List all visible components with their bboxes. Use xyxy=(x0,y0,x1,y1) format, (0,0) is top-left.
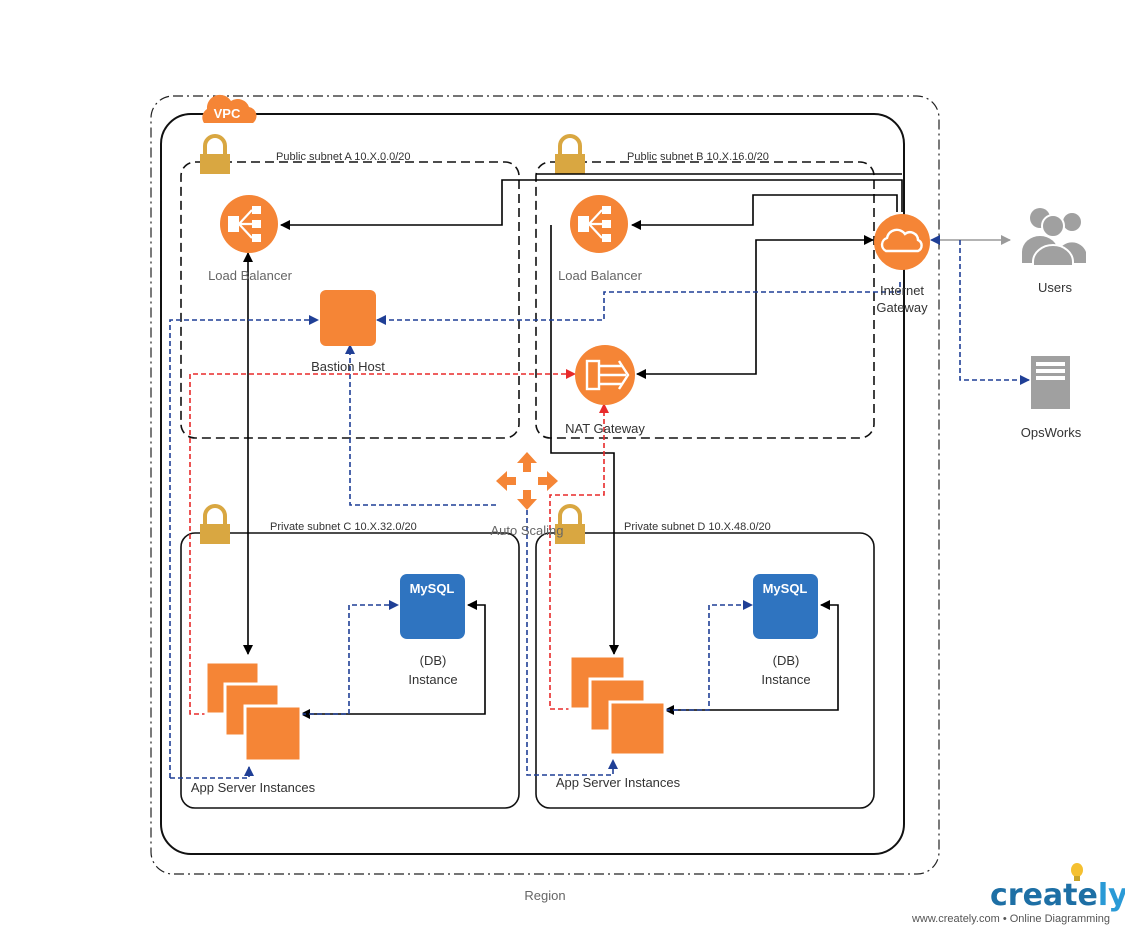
auto-scaling-icon[interactable] xyxy=(496,452,558,510)
nat-gateway-icon[interactable] xyxy=(575,345,635,405)
mysql-db-icon[interactable]: MySQL xyxy=(400,574,465,639)
logo-main-text: creat xyxy=(990,878,1078,913)
public-subnet-a-label: Public subnet A 10.X.0.0/20 xyxy=(276,151,411,163)
private-subnet-c-label: Private subnet C 10.X.32.0/20 xyxy=(270,521,417,533)
public-subnet-b xyxy=(535,161,875,439)
db-c-label-1: (DB) xyxy=(420,653,447,668)
app-servers-d-label: App Server Instances xyxy=(556,775,681,790)
db-d-label-1: (DB) xyxy=(773,653,800,668)
users-label: Users xyxy=(1038,280,1072,295)
svg-text:creately: creately xyxy=(990,878,1125,913)
opsworks-label: OpsWorks xyxy=(1021,425,1082,440)
auto-scaling-label: Auto Scaling xyxy=(491,523,564,538)
region-boundary xyxy=(150,95,940,875)
connector-igw-to-opsworks xyxy=(959,240,1030,385)
db-d-label-2: Instance xyxy=(761,672,810,687)
private-subnet-c xyxy=(180,532,520,809)
connector-autoscaling-to-app-d xyxy=(526,510,618,776)
private-subnet-d-label: Private subnet D 10.X.48.0/20 xyxy=(624,521,771,533)
vpc-boundary xyxy=(160,113,905,855)
app-servers-c-label: App Server Instances xyxy=(191,780,316,795)
app-server-instances-icon[interactable] xyxy=(568,654,667,757)
vpc-cloud-icon xyxy=(202,94,257,123)
app-server-instances-icon[interactable] xyxy=(204,660,303,763)
lock-icon xyxy=(200,134,230,174)
connector-igw-to-lb-a xyxy=(280,179,903,230)
logo-e-text: e xyxy=(1078,878,1098,913)
connector-app-d-to-nat xyxy=(549,403,609,710)
connector-igw-to-bastion xyxy=(376,282,901,325)
internet-gateway-label-2: Gateway xyxy=(876,300,928,315)
connector-app-d-to-db xyxy=(665,600,753,711)
lightbulb-icon xyxy=(1071,863,1083,881)
mysql-db-icon[interactable]: MySQL xyxy=(753,574,818,639)
connector-app-c-to-nat xyxy=(189,369,576,715)
load-balancer-a-label: Load Balancer xyxy=(208,268,293,283)
private-subnet-d xyxy=(535,532,875,809)
lock-icon xyxy=(200,504,230,544)
load-balancer-icon[interactable] xyxy=(220,195,278,253)
mysql-d-text: MySQL xyxy=(763,581,808,596)
lock-icon xyxy=(555,134,585,174)
bastion-host-icon[interactable] xyxy=(320,290,376,346)
internet-gateway-label-1: Internet xyxy=(880,283,924,298)
bastion-host-label: Bastion Host xyxy=(311,359,385,374)
lock-icon xyxy=(555,504,585,544)
opsworks-server-icon[interactable] xyxy=(1031,356,1070,409)
load-balancer-b-label: Load Balancer xyxy=(558,268,643,283)
creately-tagline: www.creately.com • Online Diagramming xyxy=(911,913,1110,925)
connector-bastion-app-c xyxy=(170,766,254,779)
connector-db-c-loop xyxy=(300,600,486,719)
db-c-label-2: Instance xyxy=(408,672,457,687)
connector-autoscaling-to-bastion xyxy=(345,344,496,506)
connector-app-c-to-db xyxy=(301,600,399,715)
users-icon[interactable] xyxy=(1022,208,1086,267)
public-subnet-b-label: Public subnet B 10.X.16.0/20 xyxy=(627,151,769,163)
logo-tail-text: ly xyxy=(1098,878,1125,913)
connector-lb-b-to-app-d xyxy=(550,225,619,655)
connector-nat-to-igw xyxy=(636,235,874,379)
connector-bastion-mgmt xyxy=(169,315,319,778)
region-label: Region xyxy=(524,888,565,903)
vpc-badge: VPC xyxy=(214,106,241,121)
nat-gateway-label: NAT Gateway xyxy=(565,421,645,436)
connector-db-d-loop xyxy=(664,600,839,715)
connector-igw-to-lb-b2 xyxy=(631,194,898,230)
load-balancer-icon[interactable] xyxy=(570,195,628,253)
creately-logo: creately xyxy=(990,863,1125,913)
internet-gateway-icon[interactable] xyxy=(874,214,930,270)
mysql-c-text: MySQL xyxy=(410,581,455,596)
